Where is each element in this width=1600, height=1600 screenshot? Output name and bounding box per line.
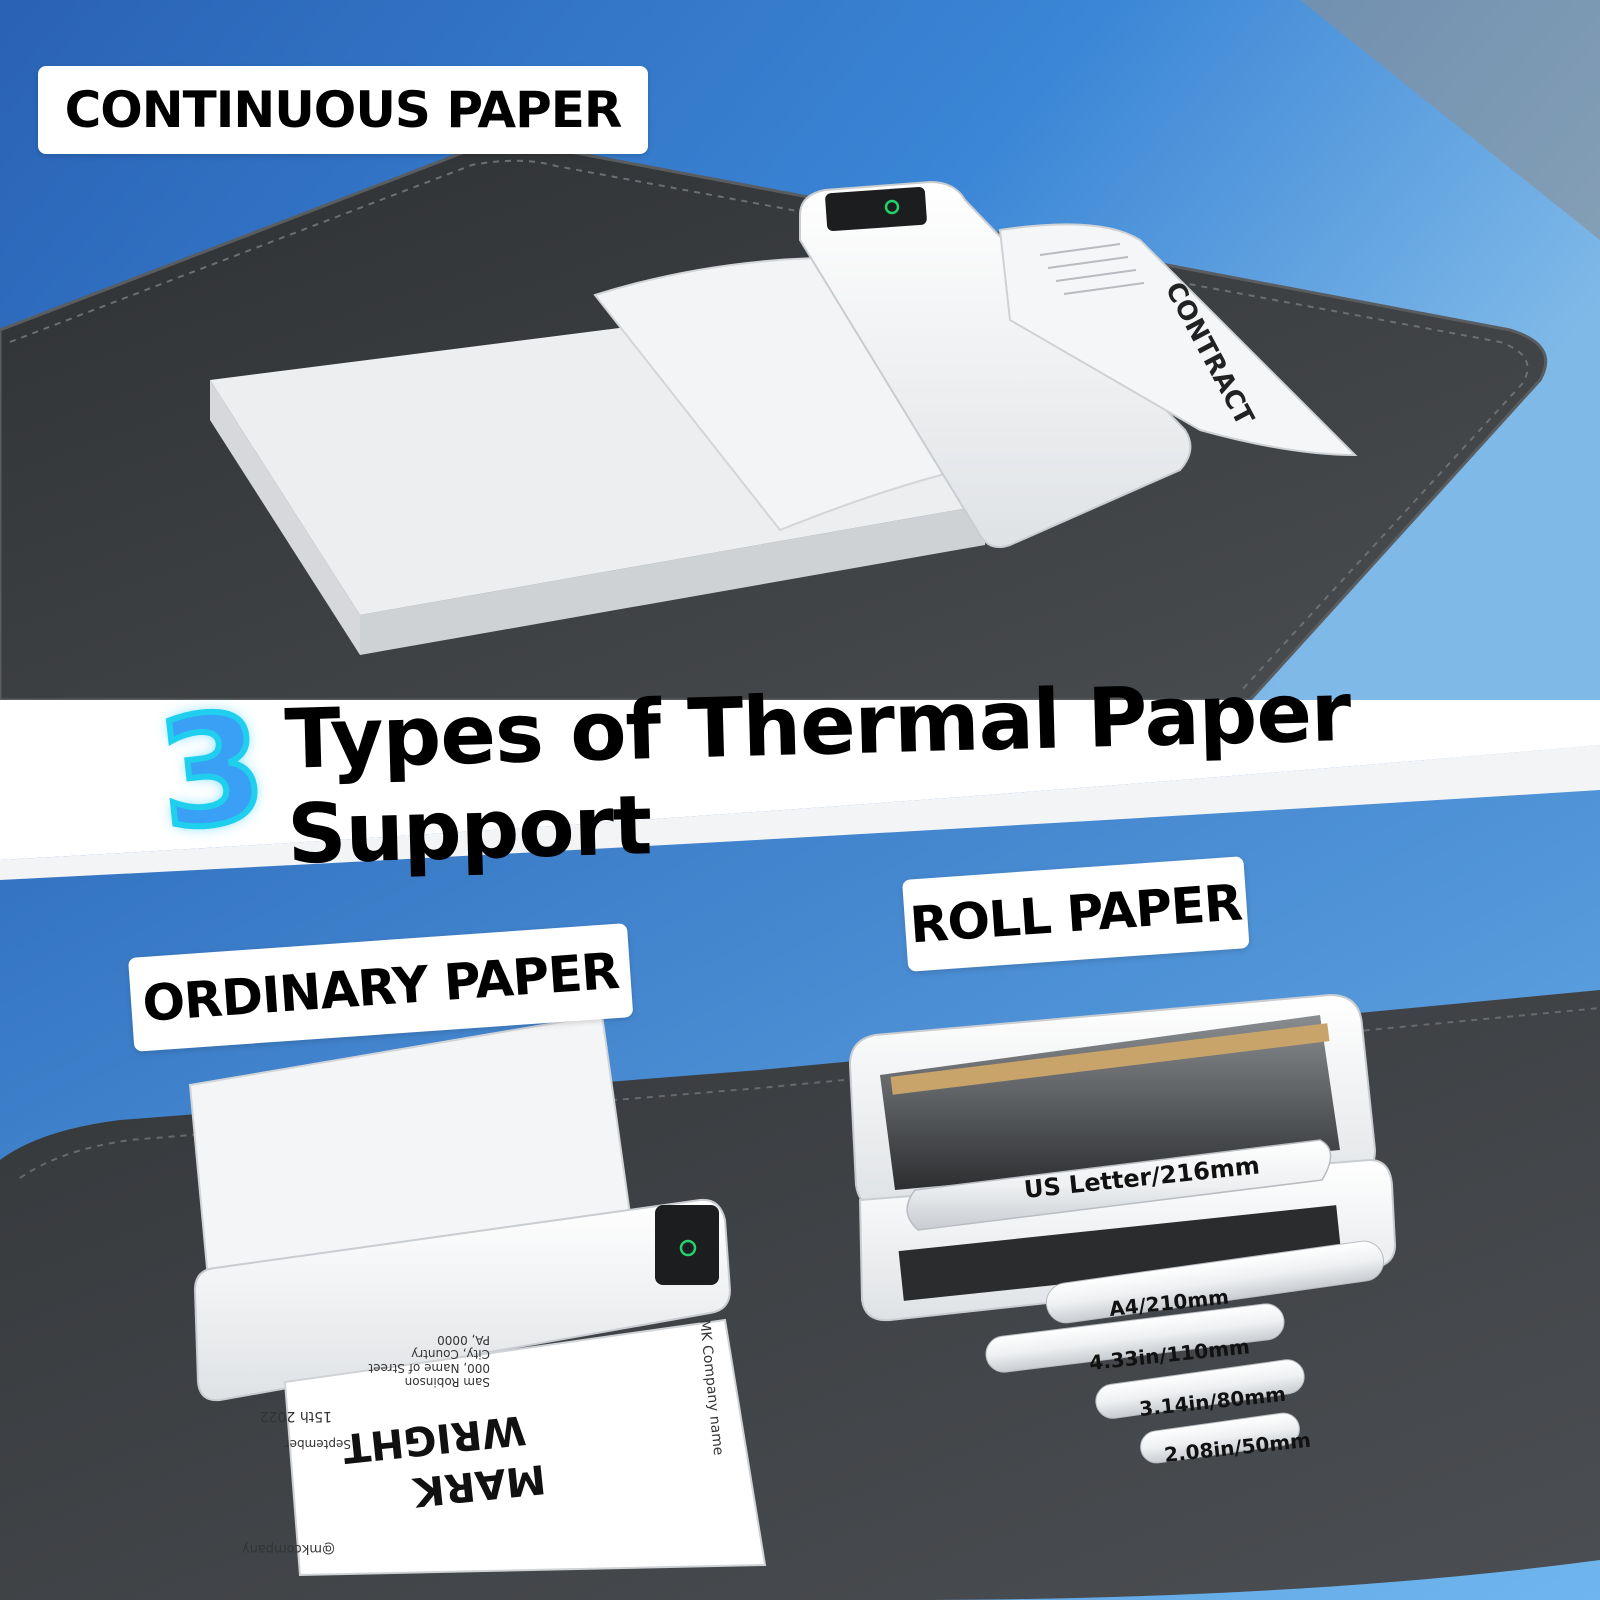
bottom-mat-stitch (19, 1007, 1600, 1179)
receipt-handle: @mkcompany (242, 1541, 335, 1556)
headline-number: 3 (148, 677, 276, 867)
headline-text: Types of Thermal Paper Support (284, 664, 1352, 883)
top-mat-stitch (9, 159, 1529, 693)
paper-stack-front (360, 505, 985, 655)
headline: 3 Types of Thermal Paper Support (148, 665, 1490, 883)
roll-50mm (1140, 1412, 1300, 1464)
top-right-grey-wall (1300, 0, 1600, 240)
roll-a4 (1045, 1240, 1385, 1324)
receipt-date-line1: 15th 2022 (260, 1408, 332, 1424)
receipt-date-line2: September (285, 1437, 351, 1451)
continuous-paper-label: CONTINUOUS PAPER (38, 66, 648, 154)
top-printer-display (825, 186, 927, 232)
receipt-addr-line3: City, Country (411, 1347, 490, 1361)
receipt-addr-line2: 000, Name of Street (368, 1361, 490, 1375)
bottom-left-printer-body (193, 1198, 732, 1402)
receipt-paper (283, 1318, 767, 1577)
bottom-left-printer-display (655, 1205, 719, 1285)
receipt-addr-line4: PA, 0000 (437, 1333, 490, 1347)
paper-stack-side (210, 380, 360, 655)
receipt-content: MARK WRIGHT MK Company name 15th 2022 Se… (242, 1319, 727, 1556)
power-icon (884, 199, 900, 215)
roll-80mm (1095, 1359, 1305, 1419)
top-printer-body (799, 180, 1192, 548)
roll-printer-interior (880, 1015, 1340, 1190)
receipt-addr-line1: Sam Robinson (405, 1375, 490, 1389)
power-icon (679, 1239, 697, 1257)
roll-us-letter (906, 1139, 1332, 1231)
roll-110mm (985, 1303, 1285, 1373)
headline-band (0, 700, 1600, 860)
contract-document (998, 223, 1358, 457)
